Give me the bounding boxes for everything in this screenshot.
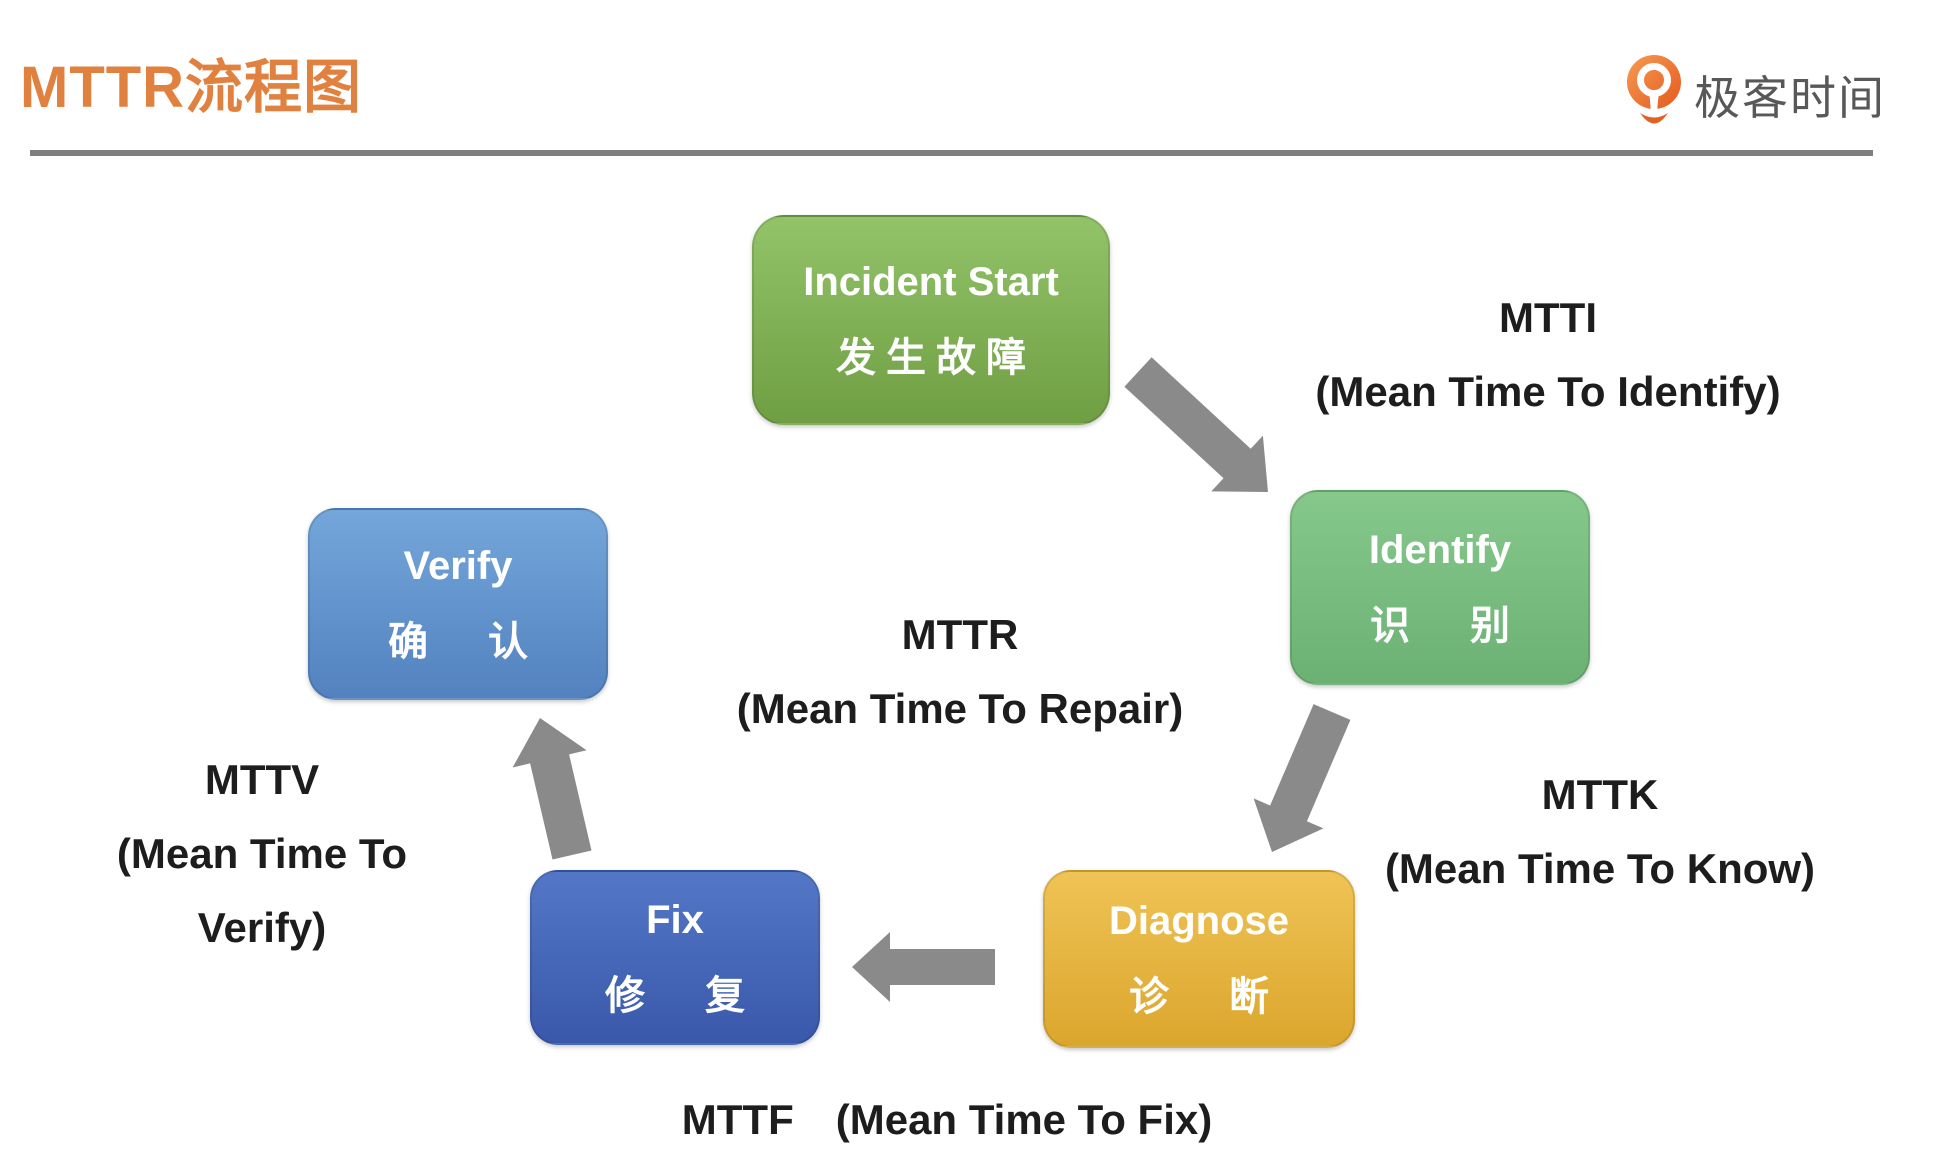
label-mttf-line: MTTF (Mean Time To Fix) [681,1096,1213,1143]
arrow-incident-to-identify [1124,357,1268,492]
node-incident-start: Incident Start 发生故障 [752,215,1110,425]
label-mttr-abbr: MTTR [901,611,1019,658]
brand-logo: 极客时间 [1626,54,1886,136]
node-verify-en: Verify [403,544,513,588]
node-fix-zh: 修 复 [605,973,755,1018]
node-identify-en: Identify [1368,527,1512,572]
label-mttv-full-line1: (Mean Time To [116,830,408,877]
node-fix: Fix 修 复 [530,870,820,1045]
label-mttv: MTTV (Mean Time To Verify) [62,743,462,965]
node-diagnose: Diagnose 诊 断 [1043,870,1355,1048]
label-mttv-abbr: MTTV [204,756,320,803]
node-fix-en: Fix [646,897,704,942]
node-verify: Verify 确 认 [308,508,608,700]
label-mttk-abbr: MTTK [1541,771,1659,818]
label-mttk: MTTK (Mean Time To Know) [1300,758,1900,906]
header-divider [30,150,1873,156]
node-diagnose-zh: 诊 断 [1129,975,1279,1019]
node-incident-start-zh: 发生故障 [836,336,1036,380]
brand-name: 极客时间 [1694,72,1886,124]
label-mttr: MTTR (Mean Time To Repair) [660,598,1260,746]
node-diagnose-en: Diagnose [1108,899,1290,943]
node-verify-zh: 确 认 [388,620,538,664]
label-mttv-full-line2: Verify) [197,904,327,951]
label-mtti-abbr: MTTI [1499,294,1597,341]
label-mtti: MTTI (Mean Time To Identify) [1248,281,1848,429]
label-mttr-full: (Mean Time To Repair) [736,685,1184,732]
label-mtti-full: (Mean Time To Identify) [1315,368,1781,415]
node-incident-start-en: Incident Start [803,260,1059,304]
page-title: MTTR流程图 [20,55,363,120]
label-mttf: MTTF (Mean Time To Fix) [647,1083,1247,1157]
geektime-pin-icon [1627,55,1681,124]
node-identify: Identify 识 别 [1290,490,1590,685]
arrow-diagnose-to-fix [852,932,995,1002]
arrow-fix-to-verify [512,718,592,860]
node-identify-zh: 识 别 [1370,603,1520,648]
label-mttk-full: (Mean Time To Know) [1384,845,1816,892]
